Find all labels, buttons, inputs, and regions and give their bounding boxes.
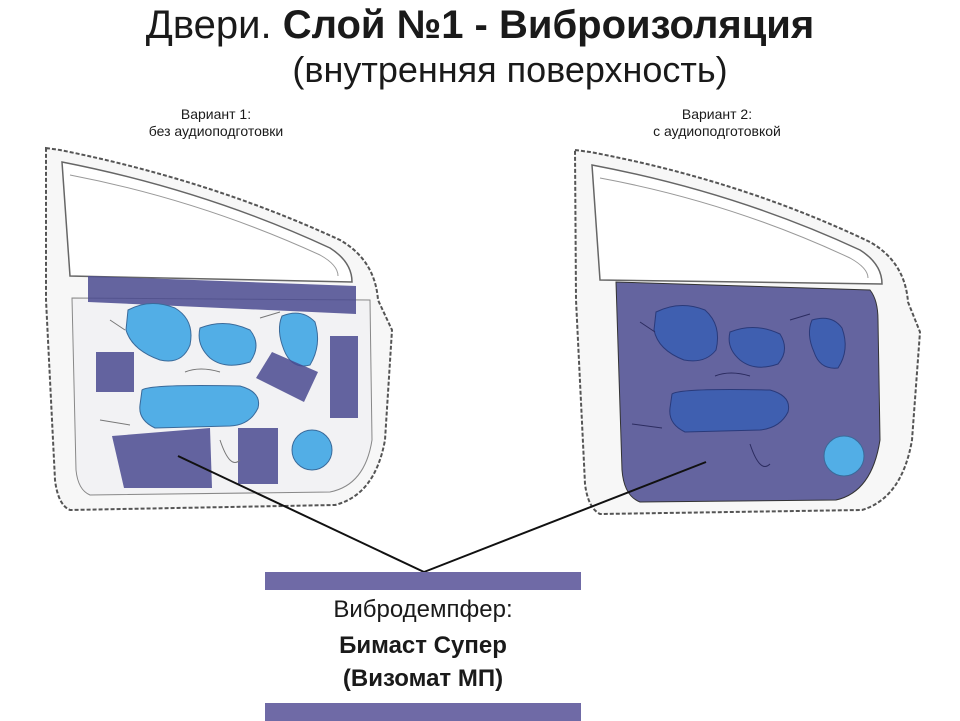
door-2-opening-3 [808,317,846,369]
door-1-damper-3 [330,336,358,418]
door-2-opening-2 [728,327,785,368]
pointer-line-left [177,455,425,573]
page-title: Двери. Слой №1 - Виброизоляция [0,2,960,48]
pointer-line-right [423,461,707,573]
door-1-opening-2 [198,323,257,366]
door-2 [573,148,922,516]
page-subtitle: (внутренняя поверхность) [292,49,728,90]
door-1-structure-lines [99,311,281,463]
legend-material-2: (Визомат МП) [342,665,504,692]
title-part-1: Двери. [145,3,283,47]
variant-1-line-2: без аудиоподготовки [148,123,284,139]
legend-color-bar-bottom [265,703,581,721]
door-1-damper-2 [256,352,318,402]
door-2-speaker-opening [823,435,865,477]
door-1-damper-4 [112,428,212,488]
legend-color-bar-top [265,572,581,590]
door-2-window [591,164,883,285]
door-1-damper-1 [96,352,134,392]
door-1-speaker-opening [291,429,333,471]
title-part-2: Слой №1 - Виброизоляция [282,3,815,47]
door-2-window-inner [599,177,869,279]
door-1-window-inner [69,174,339,277]
door-1-opening-3 [278,312,319,367]
variant-2-label: Вариант 2: с аудиоподготовкой [597,106,837,140]
door-1 [45,146,394,512]
variant-2-line-2: с аудиоподготовкой [653,123,781,139]
door-1-damper-5 [238,428,278,484]
door-1-window [61,161,353,283]
variant-1-line-1: Вариант 1: [180,106,252,122]
door-1-opening-1 [125,303,192,362]
door-2-structure-lines [631,313,811,467]
door-2-opening-4 [669,389,790,433]
legend-material-1: Бимаст Супер [339,632,507,659]
legend-title: Вибродемпфер: [333,596,513,623]
variant-2-line-1: Вариант 2: [681,106,753,122]
door-1-opening-4 [139,385,260,429]
variant-1-label: Вариант 1: без аудиоподготовки [96,106,336,140]
door-2-opening-1 [653,305,719,362]
